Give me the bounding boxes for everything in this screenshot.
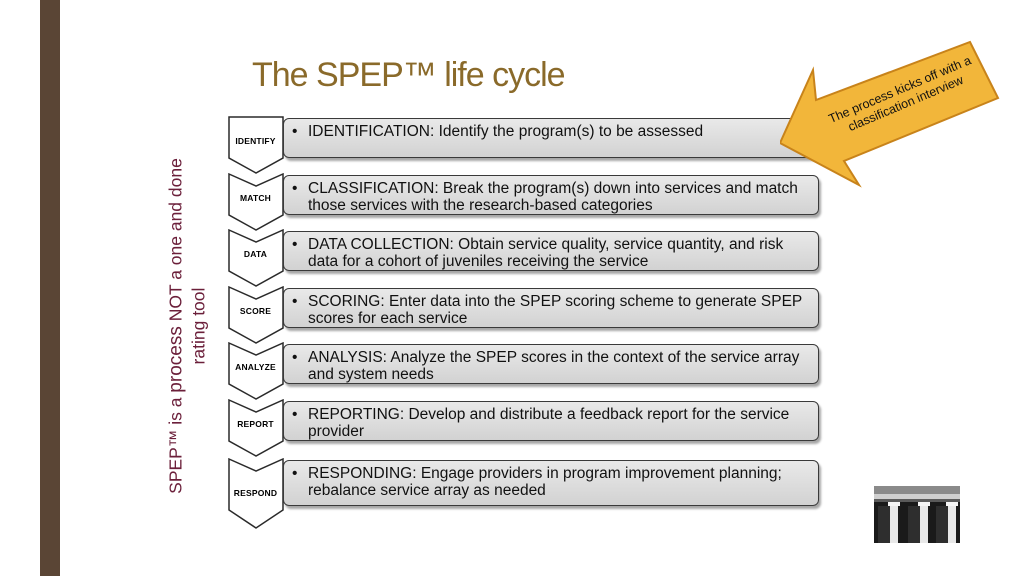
step-row: REPORT • REPORTING: Develop and distribut… <box>228 399 828 457</box>
step-row: ANALYZE • ANALYSIS: Analyze the SPEP scor… <box>228 342 828 400</box>
step-text: CLASSIFICATION: Break the program(s) dow… <box>308 180 798 214</box>
step-label: MATCH <box>239 193 272 203</box>
bullet-icon: • <box>292 293 298 310</box>
step-text: DATA COLLECTION: Obtain service quality,… <box>308 236 784 270</box>
step-box: • ANALYSIS: Analyze the SPEP scores in th… <box>283 344 819 384</box>
step-label: DATA <box>243 249 268 259</box>
step-text: ANALYSIS: Analyze the SPEP scores in the… <box>308 349 800 383</box>
step-text: REPORTING: Develop and distribute a feed… <box>308 406 790 440</box>
chevron-down-icon <box>228 342 284 400</box>
step-row: MATCH • CLASSIFICATION: Break the program… <box>228 173 828 231</box>
side-caption-line1: SPEP™ is a process NOT a one and done <box>165 158 187 494</box>
chevron-down-icon <box>228 229 284 287</box>
side-caption: SPEP™ is a process NOT a one and done ra… <box>165 116 210 536</box>
building-columns-image <box>874 486 960 543</box>
chevron-down-icon <box>228 399 284 457</box>
chevron-down-icon <box>228 286 284 344</box>
step-row: DATA • DATA COLLECTION: Obtain service qu… <box>228 229 828 287</box>
step-label: IDENTIFY <box>235 136 276 146</box>
chevron-down-icon <box>228 458 284 529</box>
step-label: REPORT <box>237 419 274 429</box>
step-row: RESPOND • RESPONDING: Engage providers in… <box>228 458 828 530</box>
step-box: • REPORTING: Develop and distribute a fee… <box>283 401 819 441</box>
bullet-icon: • <box>292 349 298 366</box>
step-text: SCORING: Enter data into the SPEP scorin… <box>308 293 802 327</box>
step-box: • SCORING: Enter data into the SPEP scori… <box>283 288 819 328</box>
page-title: The SPEP™ life cycle <box>252 56 566 94</box>
bullet-icon: • <box>292 123 298 140</box>
callout-arrow <box>780 40 1000 188</box>
bullet-icon: • <box>292 180 298 197</box>
step-row: IDENTIFY • IDENTIFICATION: Identify the p… <box>228 116 828 174</box>
side-caption-line2: rating tool <box>188 287 209 365</box>
chevron-down-icon <box>228 173 284 231</box>
left-accent-bar <box>40 0 60 576</box>
step-label: RESPOND <box>233 488 278 498</box>
step-text: RESPONDING: Engage providers in program … <box>308 465 782 499</box>
step-box: • IDENTIFICATION: Identify the program(s)… <box>283 118 819 158</box>
bullet-icon: • <box>292 465 298 482</box>
step-box: • RESPONDING: Engage providers in program… <box>283 460 819 506</box>
chevron-down-icon <box>228 116 284 174</box>
step-label: ANALYZE <box>235 362 276 372</box>
bullet-icon: • <box>292 406 298 423</box>
step-label: SCORE <box>239 306 272 316</box>
bullet-icon: • <box>292 236 298 253</box>
step-row: SCORE • SCORING: Enter data into the SPEP… <box>228 286 828 344</box>
step-box: • DATA COLLECTION: Obtain service quality… <box>283 231 819 271</box>
step-text: IDENTIFICATION: Identify the program(s) … <box>308 123 704 140</box>
step-box: • CLASSIFICATION: Break the program(s) do… <box>283 175 819 215</box>
side-caption-emphasis: process <box>165 326 187 393</box>
